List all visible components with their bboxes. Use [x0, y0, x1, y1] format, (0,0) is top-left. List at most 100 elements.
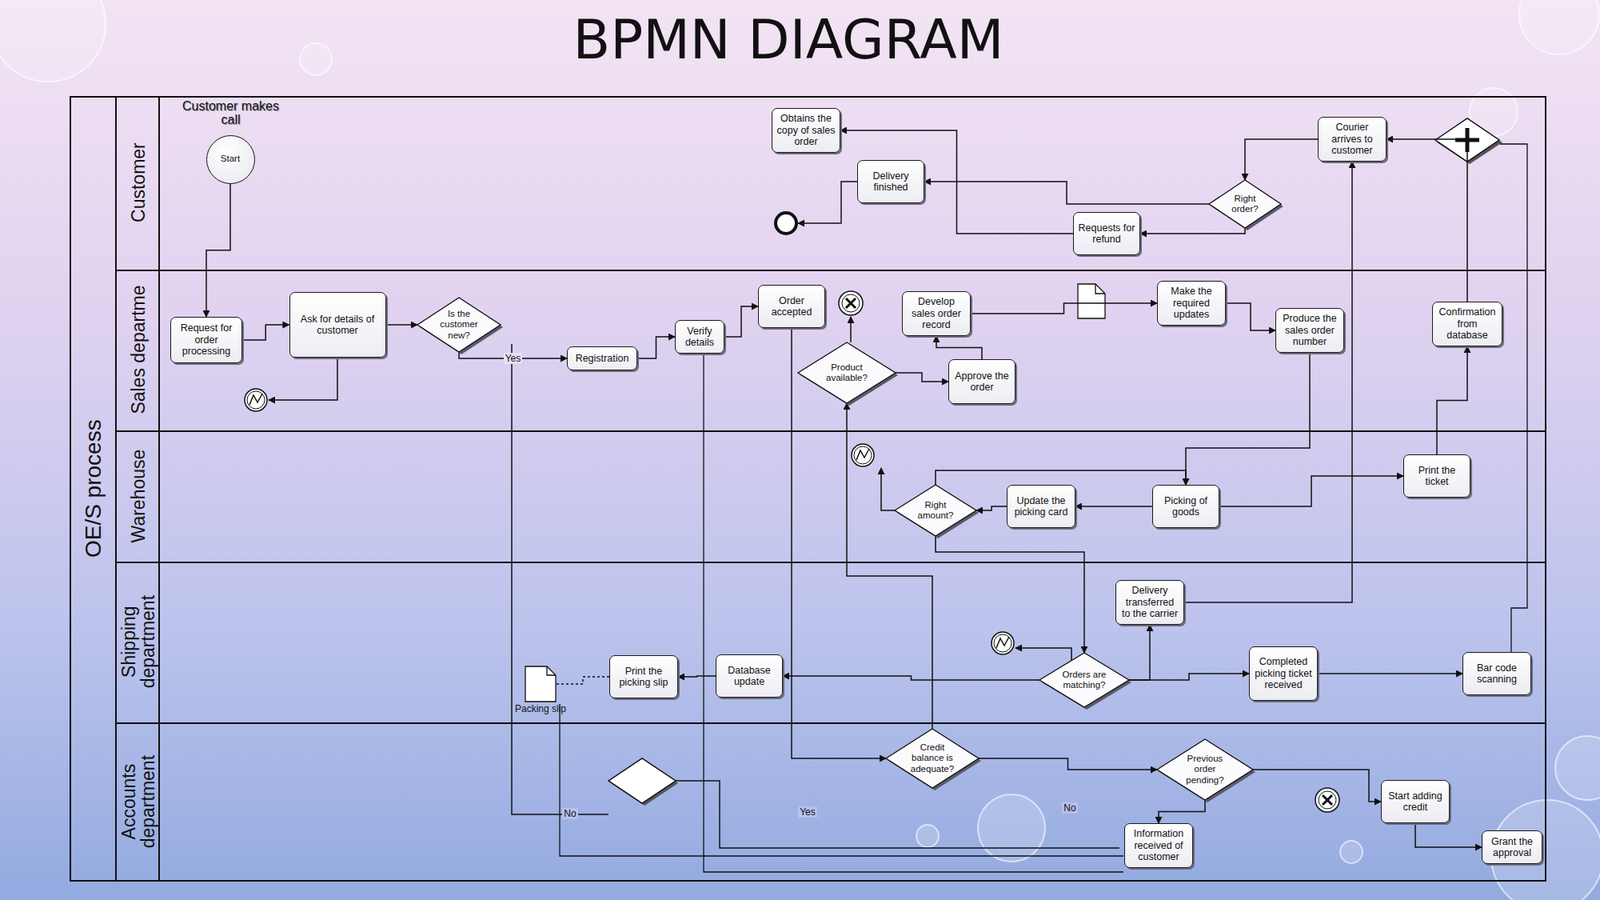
sequence-flow	[206, 183, 231, 318]
task-box: Delivery finished	[857, 159, 925, 204]
gateway-label: Product available?	[816, 362, 878, 384]
task-box: Completed picking ticket received	[1248, 646, 1318, 701]
lane-header: Shipping department	[116, 561, 160, 723]
task-label: Completed picking ticket received	[1253, 655, 1313, 691]
task-label: Delivery finished	[861, 170, 920, 194]
error-event	[991, 631, 1014, 655]
lane-header: Accounts department	[116, 722, 160, 882]
task-box: Courier arrives to customer	[1317, 116, 1387, 162]
task-box: Update the picking card	[1006, 484, 1076, 528]
pool: Customer makes callStart Obtains the copy…	[69, 95, 1547, 882]
task-box: Make the required updates	[1157, 280, 1226, 325]
bubble	[1555, 735, 1600, 800]
task-label: Develop sales order record	[906, 295, 966, 331]
lane-title: Warehouse	[128, 435, 148, 556]
task-box: Print the picking slip	[609, 654, 679, 699]
gateway-label: Right amount?	[909, 499, 961, 521]
sequence-flow	[1219, 475, 1404, 507]
task-label: Confirmation from database	[1436, 306, 1498, 341]
task-label: Grant the approval	[1486, 835, 1538, 859]
task-box: Print the ticket	[1403, 454, 1471, 498]
sequence-flow	[1129, 673, 1249, 680]
end-event	[775, 212, 797, 234]
document-label: Packing slip	[492, 703, 589, 715]
bpmn-symbols	[244, 118, 1528, 872]
error-event	[244, 388, 268, 411]
flow-line	[881, 467, 895, 511]
parallel-gateway	[1435, 118, 1503, 164]
sequence-flow	[1158, 799, 1205, 823]
swimlane: Request for order processing Ask for deta…	[116, 269, 1547, 431]
lane-title: OE/S process	[81, 101, 105, 876]
swimlane: Right amount? Update the picking card Pick…	[116, 430, 1547, 562]
data-object: Packing slip	[524, 665, 557, 703]
task-box: Request for order processing	[170, 316, 243, 364]
task-box: Produce the sales order number	[1275, 307, 1345, 353]
bubble	[0, 0, 106, 82]
flow-line	[849, 316, 852, 343]
sequence-flow	[1225, 303, 1276, 331]
lane-header: Warehouse	[116, 430, 160, 562]
task-box: Information received of customer	[1124, 822, 1194, 868]
start-event: Customer makes callStart	[206, 135, 256, 184]
flow-line	[675, 780, 1120, 848]
sequence-flow	[637, 336, 675, 359]
sequence-flow	[895, 372, 949, 382]
task-label: Bar code scanning	[1467, 662, 1527, 686]
flow-line	[268, 357, 338, 400]
task-box: Requests for refund	[1073, 211, 1141, 256]
sequence-flow	[1075, 505, 1153, 507]
gateway-label: Credit balance is adequate?	[903, 742, 962, 775]
gateway-diamond: Is the customer new?	[417, 297, 501, 352]
gateway-label: Right order?	[1222, 193, 1268, 215]
sequence-flow	[242, 324, 290, 340]
task-box: Approve the order	[948, 359, 1016, 404]
task-box: Bar code scanning	[1462, 651, 1532, 695]
task-box: Obtains the copy of sales order	[771, 107, 841, 153]
flow-line	[703, 353, 1124, 872]
sequence-flow	[1185, 352, 1310, 485]
task-box: Registration	[566, 346, 638, 371]
task-label: Print the picking slip	[614, 665, 674, 689]
sequence-flow	[386, 323, 419, 326]
task-label: Start adding credit	[1385, 790, 1445, 814]
task-label: Make the required updates	[1161, 285, 1221, 320]
sequence-flow	[840, 130, 1074, 234]
flow-line	[1500, 143, 1528, 672]
sequence-flow	[556, 676, 610, 684]
sequence-flow	[1140, 227, 1245, 234]
sequence-flow	[1436, 346, 1468, 455]
bubble	[1519, 0, 1600, 55]
task-box: Ask for details of customer	[289, 291, 387, 358]
sequence-flow	[782, 675, 1040, 680]
task-label: Registration	[571, 352, 633, 364]
event-label: Start	[220, 153, 240, 164]
task-label: Courier arrives to customer	[1322, 121, 1382, 156]
task-label: Information received of customer	[1129, 827, 1189, 862]
lane-title: Customer	[128, 101, 148, 264]
task-label: Update the picking card	[1011, 494, 1071, 519]
sequence-flow	[1184, 161, 1353, 603]
lane-title: Accounts department	[119, 727, 158, 876]
bubble	[916, 824, 939, 847]
flow-line	[798, 181, 858, 224]
lane-title: Sales departme	[128, 275, 148, 425]
flow-line	[1015, 647, 1072, 666]
task-label: Requests for refund	[1077, 222, 1136, 246]
gateway-label: Orders are matching?	[1056, 669, 1112, 691]
task-box: Grant the approval	[1481, 829, 1543, 864]
sequence-flow	[1415, 822, 1482, 847]
task-label: Produce the sales order number	[1280, 312, 1340, 348]
gateway-diamond: Product available?	[798, 342, 896, 403]
swimlane: Packing slipPrint the picking slipDataba…	[116, 561, 1547, 723]
sequence-flow	[924, 181, 1209, 204]
bubble	[977, 794, 1046, 862]
unnamed-gateway	[608, 758, 679, 806]
gateway-label: Is the customer new?	[433, 308, 485, 341]
task-box: Picking of goods	[1152, 484, 1220, 528]
task-label: Order accepted	[762, 295, 821, 319]
sequence-flow	[970, 303, 1158, 314]
sequence-flow	[1129, 624, 1150, 680]
